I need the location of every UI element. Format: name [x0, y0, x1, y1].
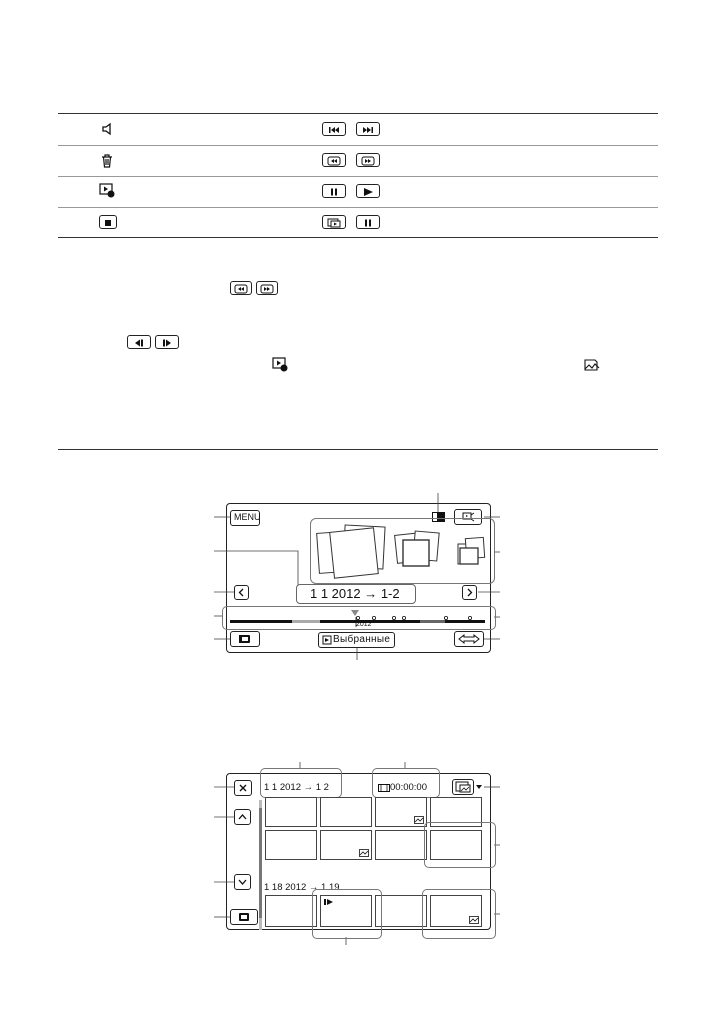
image-type-button[interactable] [452, 779, 474, 795]
highlight-icon [322, 635, 332, 645]
playback-counter: 00:00:00 [390, 782, 427, 793]
event-name-box: 1 1 2012 → 1-2 [296, 584, 416, 604]
photo-capture-icon [272, 357, 288, 372]
frame-forward-button-icon [155, 335, 179, 349]
thumbnail[interactable] [430, 830, 482, 860]
forward-button-icon [356, 153, 380, 167]
scroll-down-button[interactable] [234, 874, 251, 890]
change-scale-button[interactable] [454, 631, 484, 647]
last-played-bracket [312, 889, 382, 939]
pause-button-icon [322, 184, 346, 198]
timeline-year: 2012 [356, 621, 372, 628]
frame-back-button-icon [127, 335, 151, 349]
highlights-label: Выбранные [333, 634, 391, 645]
table-row-divider [58, 207, 658, 208]
group-date: 1 18 2012 → 1 19 [264, 882, 340, 893]
last-played-icon [324, 899, 333, 905]
thumbnail[interactable] [375, 830, 427, 860]
play-button-icon [356, 184, 380, 198]
menu-button[interactable]: MENU [230, 510, 261, 526]
photo-icon [414, 816, 424, 824]
section-rule [58, 449, 658, 450]
event-thumbnails-bracket [310, 518, 495, 584]
next-event-button[interactable] [462, 585, 477, 600]
thumbnail[interactable] [265, 830, 317, 860]
rewind-button-icon [230, 281, 252, 295]
thumbnail[interactable] [320, 830, 372, 860]
playback-mode-button[interactable] [230, 631, 260, 647]
thumbnail[interactable] [265, 895, 317, 927]
thumbnail[interactable] [320, 895, 372, 927]
table-row-divider [58, 176, 658, 177]
media-icon [432, 512, 445, 522]
scroll-up-button[interactable] [234, 809, 251, 825]
trash-icon [102, 154, 112, 168]
event-thumbnails[interactable] [310, 518, 493, 582]
film-icon [378, 784, 390, 792]
close-button[interactable] [234, 780, 252, 796]
event-view-button[interactable] [230, 909, 258, 925]
prev-button-icon [322, 122, 346, 136]
thumbnail[interactable] [265, 797, 317, 827]
forward-button-icon [256, 281, 278, 295]
speaker-icon [102, 122, 111, 136]
table-bottom-rule [58, 237, 658, 238]
dropdown-arrow-icon[interactable] [476, 785, 482, 790]
thumbnail[interactable] [320, 797, 372, 827]
next-button-icon [356, 122, 380, 136]
photo-capture-icon [99, 183, 115, 198]
photo-bracket [424, 822, 496, 868]
timeline-bar[interactable] [226, 606, 491, 630]
slideshow-button-icon [322, 215, 346, 229]
highlights-button[interactable]: Выбранные [318, 632, 395, 648]
photo-icon [359, 849, 369, 857]
rewind-button-icon [322, 153, 346, 167]
table-top-rule [58, 113, 658, 114]
table-row-divider [58, 145, 658, 146]
pause-button-icon [356, 215, 380, 229]
photo-icon [469, 916, 479, 924]
group-date: 1 1 2012 → 1 2 [264, 782, 329, 793]
scrollbar-thumb[interactable] [259, 808, 262, 918]
photo-bracket [422, 889, 496, 939]
thumbnail[interactable] [375, 797, 427, 827]
thumbnail[interactable] [430, 895, 482, 927]
timeline-bracket [222, 606, 496, 630]
stop-button-icon [99, 215, 117, 229]
event-name: 1 1 2012 → 1-2 [310, 586, 400, 601]
photo-icon [584, 359, 600, 371]
switch-image-type-button[interactable] [454, 509, 482, 525]
thumbnail[interactable] [375, 895, 427, 927]
menu-label: MENU [234, 512, 261, 522]
previous-event-button[interactable] [234, 585, 249, 600]
